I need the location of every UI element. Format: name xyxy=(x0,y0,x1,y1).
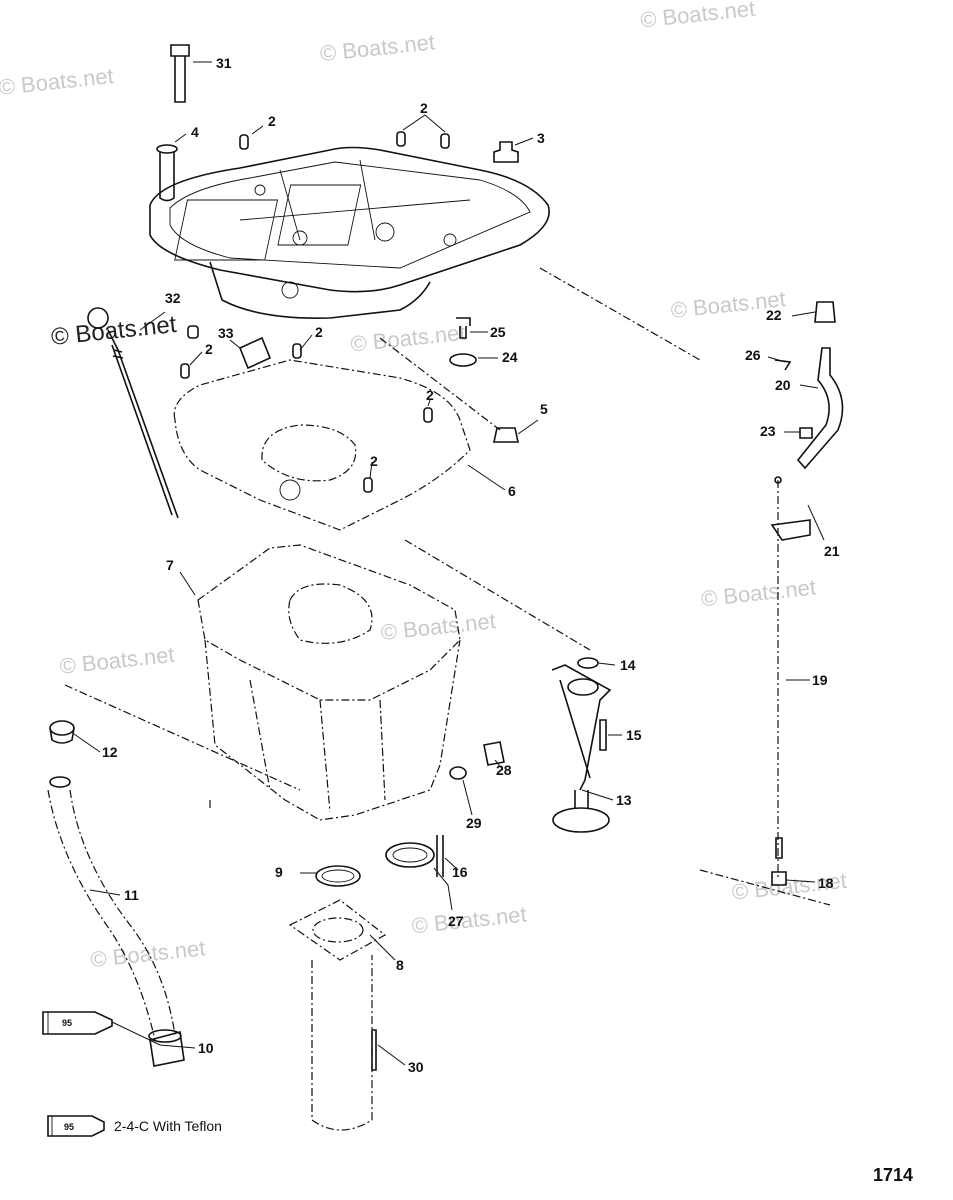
callout-32: 32 xyxy=(165,290,181,306)
callout-2: 2 xyxy=(268,113,276,129)
callout-11: 11 xyxy=(124,887,139,903)
callout-25: 25 xyxy=(490,324,506,340)
callout-2: 2 xyxy=(315,324,323,340)
sealant-tube-95: 95 xyxy=(42,1011,113,1035)
grommet-12 xyxy=(49,720,75,744)
bolt-30 xyxy=(371,1029,377,1071)
seal-27 xyxy=(385,842,435,868)
ring-32 xyxy=(187,325,199,339)
plug-10 xyxy=(148,1029,185,1067)
centerlines xyxy=(64,267,831,906)
watermark: © Boats.net xyxy=(89,935,206,972)
callout-7: 7 xyxy=(166,557,174,573)
pin-16 xyxy=(436,835,444,877)
plug-5 xyxy=(493,427,519,443)
watermark: © Boats.net xyxy=(0,63,115,100)
legend-tube-number: 95 xyxy=(64,1122,74,1132)
legend: 95 2-4-C With Teflon xyxy=(47,1115,222,1137)
link-21 xyxy=(770,519,811,541)
callout-31: 31 xyxy=(216,55,232,71)
callout-27: 27 xyxy=(448,913,464,929)
screw-25 xyxy=(456,317,471,339)
callout-23: 23 xyxy=(760,423,776,439)
bracket-20 xyxy=(796,347,844,470)
adapter-plate xyxy=(149,146,550,319)
watermark: © Boats.net xyxy=(639,0,756,33)
watermark: © Boats.net xyxy=(700,574,817,611)
hose-11 xyxy=(47,789,176,1041)
callout-13: 13 xyxy=(616,792,632,808)
callout-4: 4 xyxy=(191,124,199,140)
pin-2 xyxy=(423,407,433,423)
pin-2 xyxy=(292,343,302,359)
callout-2: 2 xyxy=(426,387,434,403)
bushing-33 xyxy=(238,336,272,370)
callout-14: 14 xyxy=(620,657,636,673)
callout-19: 19 xyxy=(812,672,828,688)
callout-9: 9 xyxy=(275,864,283,880)
callout-28: 28 xyxy=(496,762,512,778)
callout-3: 3 xyxy=(537,130,545,146)
callout-15: 15 xyxy=(626,727,642,743)
watermark: © Boats.net xyxy=(58,642,175,679)
callout-24: 24 xyxy=(502,349,518,365)
legend-text: 2-4-C With Teflon xyxy=(114,1118,222,1134)
pin-2 xyxy=(363,477,373,493)
fitting-18 xyxy=(771,871,787,886)
plug-28 xyxy=(483,741,505,766)
oil-pan xyxy=(197,544,461,821)
oring-12 xyxy=(49,776,71,788)
dipstick xyxy=(87,307,179,519)
tube-number: 95 xyxy=(62,1018,72,1028)
callout-10: 10 xyxy=(198,1040,214,1056)
washer-29 xyxy=(449,766,467,780)
callout-22: 22 xyxy=(766,307,782,323)
grommet-24 xyxy=(449,353,477,367)
screw-15 xyxy=(599,719,607,751)
pin-2 xyxy=(180,363,190,379)
callout-5: 5 xyxy=(540,401,548,417)
callout-21: 21 xyxy=(824,543,840,559)
watermark: © Boats.net xyxy=(410,902,527,939)
rod-19-thread xyxy=(775,837,783,859)
rod-19-end xyxy=(774,476,782,484)
watermark: © Boats.net xyxy=(380,608,497,645)
watermarks: © Boats.net © Boats.net © Boats.net © Bo… xyxy=(0,0,848,972)
callout-2: 2 xyxy=(205,341,213,357)
oil-pickup-13 xyxy=(551,664,612,833)
callout-12: 12 xyxy=(102,744,118,760)
callout-33: 33 xyxy=(218,325,234,341)
sleeve-4 xyxy=(156,144,178,202)
callout-30: 30 xyxy=(408,1059,424,1075)
driveshaft-housing-8 xyxy=(288,899,387,1131)
callout-6: 6 xyxy=(508,483,516,499)
callout-2: 2 xyxy=(420,100,428,116)
cap-22 xyxy=(814,301,836,323)
callout-20: 20 xyxy=(775,377,791,393)
callout-18: 18 xyxy=(818,875,834,891)
callout-2: 2 xyxy=(370,453,378,469)
callout-8: 8 xyxy=(396,957,404,973)
bolt-31 xyxy=(170,44,190,103)
gasket xyxy=(173,359,471,531)
watermark: © Boats.net xyxy=(319,29,436,66)
callout-29: 29 xyxy=(466,815,482,831)
fitting-3 xyxy=(493,141,519,163)
callouts: 31 4 2 2 3 32 33 2 2 25 24 2 5 2 6 7 22 … xyxy=(102,55,840,1075)
leader-lines xyxy=(73,61,825,1066)
callout-26: 26 xyxy=(745,347,761,363)
watermark: © Boats.net xyxy=(349,320,466,357)
seal-9 xyxy=(315,865,361,887)
callout-16: 16 xyxy=(452,864,468,880)
figure-number: 1714 xyxy=(873,1165,913,1185)
oring-14 xyxy=(577,657,599,669)
dowel-pins-top xyxy=(239,131,450,150)
nut-23 xyxy=(799,427,813,439)
